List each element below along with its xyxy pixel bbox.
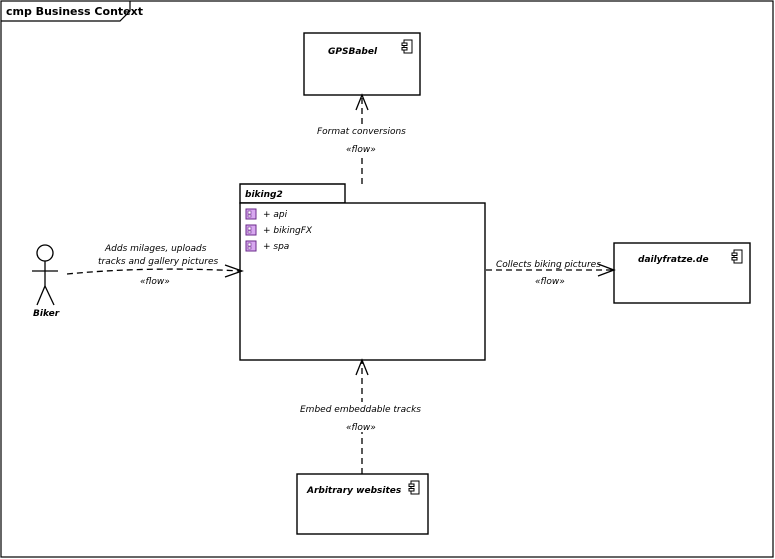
flow-label: Collects biking pictures xyxy=(496,260,601,270)
actor-name: Biker xyxy=(33,309,60,319)
component-arbitrary-websites[interactable]: Arbitrary websites xyxy=(296,473,429,535)
package-name: biking2 xyxy=(245,190,283,200)
component-name-gpsbabel: GPSBabel xyxy=(328,47,378,57)
flow-label: Embed embeddable tracks xyxy=(300,405,421,415)
component-dailyfratze[interactable]: dailyfratze.de xyxy=(613,242,751,304)
flow-stereotype: «flow» xyxy=(346,423,376,433)
component-gpsbabel[interactable]: GPSBabel xyxy=(303,32,421,96)
package-member-spa[interactable]: + spa xyxy=(245,240,289,252)
flow-label: Format conversions xyxy=(317,127,406,137)
component-icon xyxy=(408,480,420,495)
member-icon xyxy=(245,224,257,236)
component-name-arbitrary: Arbitrary websites xyxy=(306,486,402,496)
flow-websites-to-biking2: Embed embeddable tracks «flow» xyxy=(298,358,421,474)
component-name-dailyfratze: dailyfratze.de xyxy=(638,255,709,265)
package-member-api[interactable]: + api xyxy=(245,208,288,220)
flow-label: tracks and gallery pictures xyxy=(98,257,219,267)
package-member-label: + api xyxy=(263,210,288,220)
member-icon xyxy=(245,240,257,252)
component-icon xyxy=(731,249,743,264)
flow-biker-to-biking2: Adds milages, uploads tracks and gallery… xyxy=(66,244,244,287)
flow-biking2-to-gpsbabel: Format conversions «flow» xyxy=(314,93,406,184)
package-member-label: + spa xyxy=(263,242,289,252)
package-biking2[interactable]: biking2 + api + bikingFX + spa xyxy=(239,183,486,361)
actor-biker[interactable]: Biker xyxy=(32,244,60,319)
flow-label: Adds milages, uploads xyxy=(104,244,207,254)
component-icon xyxy=(401,39,413,54)
flow-biking2-to-dailyfratze: Collects biking pictures «flow» xyxy=(486,258,616,287)
member-icon xyxy=(245,208,257,220)
package-member-bikingfx[interactable]: + bikingFX xyxy=(245,224,313,236)
package-member-label: + bikingFX xyxy=(263,226,313,236)
flow-stereotype: «flow» xyxy=(140,277,170,287)
flow-stereotype: «flow» xyxy=(346,145,376,155)
frame-title: cmp Business Context xyxy=(6,5,143,18)
flow-stereotype: «flow» xyxy=(535,277,565,287)
